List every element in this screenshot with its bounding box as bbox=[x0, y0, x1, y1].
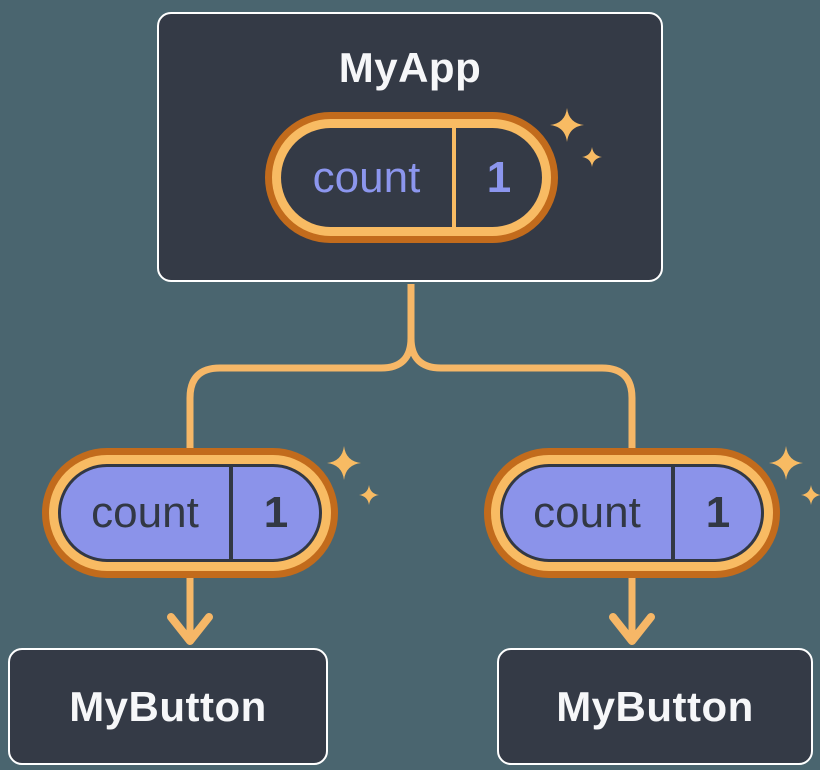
branch-line-left bbox=[186, 284, 415, 450]
state-pill-body: count 1 bbox=[281, 128, 542, 227]
state-pill-body: count 1 bbox=[500, 464, 764, 562]
state-key-label: count bbox=[312, 152, 421, 202]
state-pill-left: count 1 bbox=[42, 446, 379, 578]
state-pill-root: count 1 bbox=[265, 108, 602, 243]
child-component-node-left: MyButton bbox=[8, 648, 328, 765]
branch-line-right bbox=[407, 284, 636, 450]
state-pill-body: count 1 bbox=[58, 464, 322, 562]
state-value: 1 bbox=[705, 488, 731, 537]
state-value: 1 bbox=[263, 488, 289, 537]
pill-divider bbox=[229, 467, 233, 559]
arrow-down-icon bbox=[167, 613, 213, 645]
root-component-title: MyApp bbox=[338, 44, 482, 91]
state-value: 1 bbox=[486, 152, 512, 202]
pill-divider bbox=[452, 128, 456, 227]
root-component-node: MyApp count 1 bbox=[157, 12, 663, 282]
pill-divider bbox=[671, 467, 675, 559]
child-component-title: MyButton bbox=[69, 682, 267, 730]
state-key-label: count bbox=[91, 488, 199, 537]
sparkle-icon bbox=[550, 108, 602, 167]
child-component-node-right: MyButton bbox=[497, 648, 813, 765]
state-pill-right: count 1 bbox=[484, 446, 820, 578]
child-component-title: MyButton bbox=[556, 682, 754, 730]
arrow-down-icon bbox=[609, 613, 655, 645]
state-key-label: count bbox=[533, 488, 641, 537]
